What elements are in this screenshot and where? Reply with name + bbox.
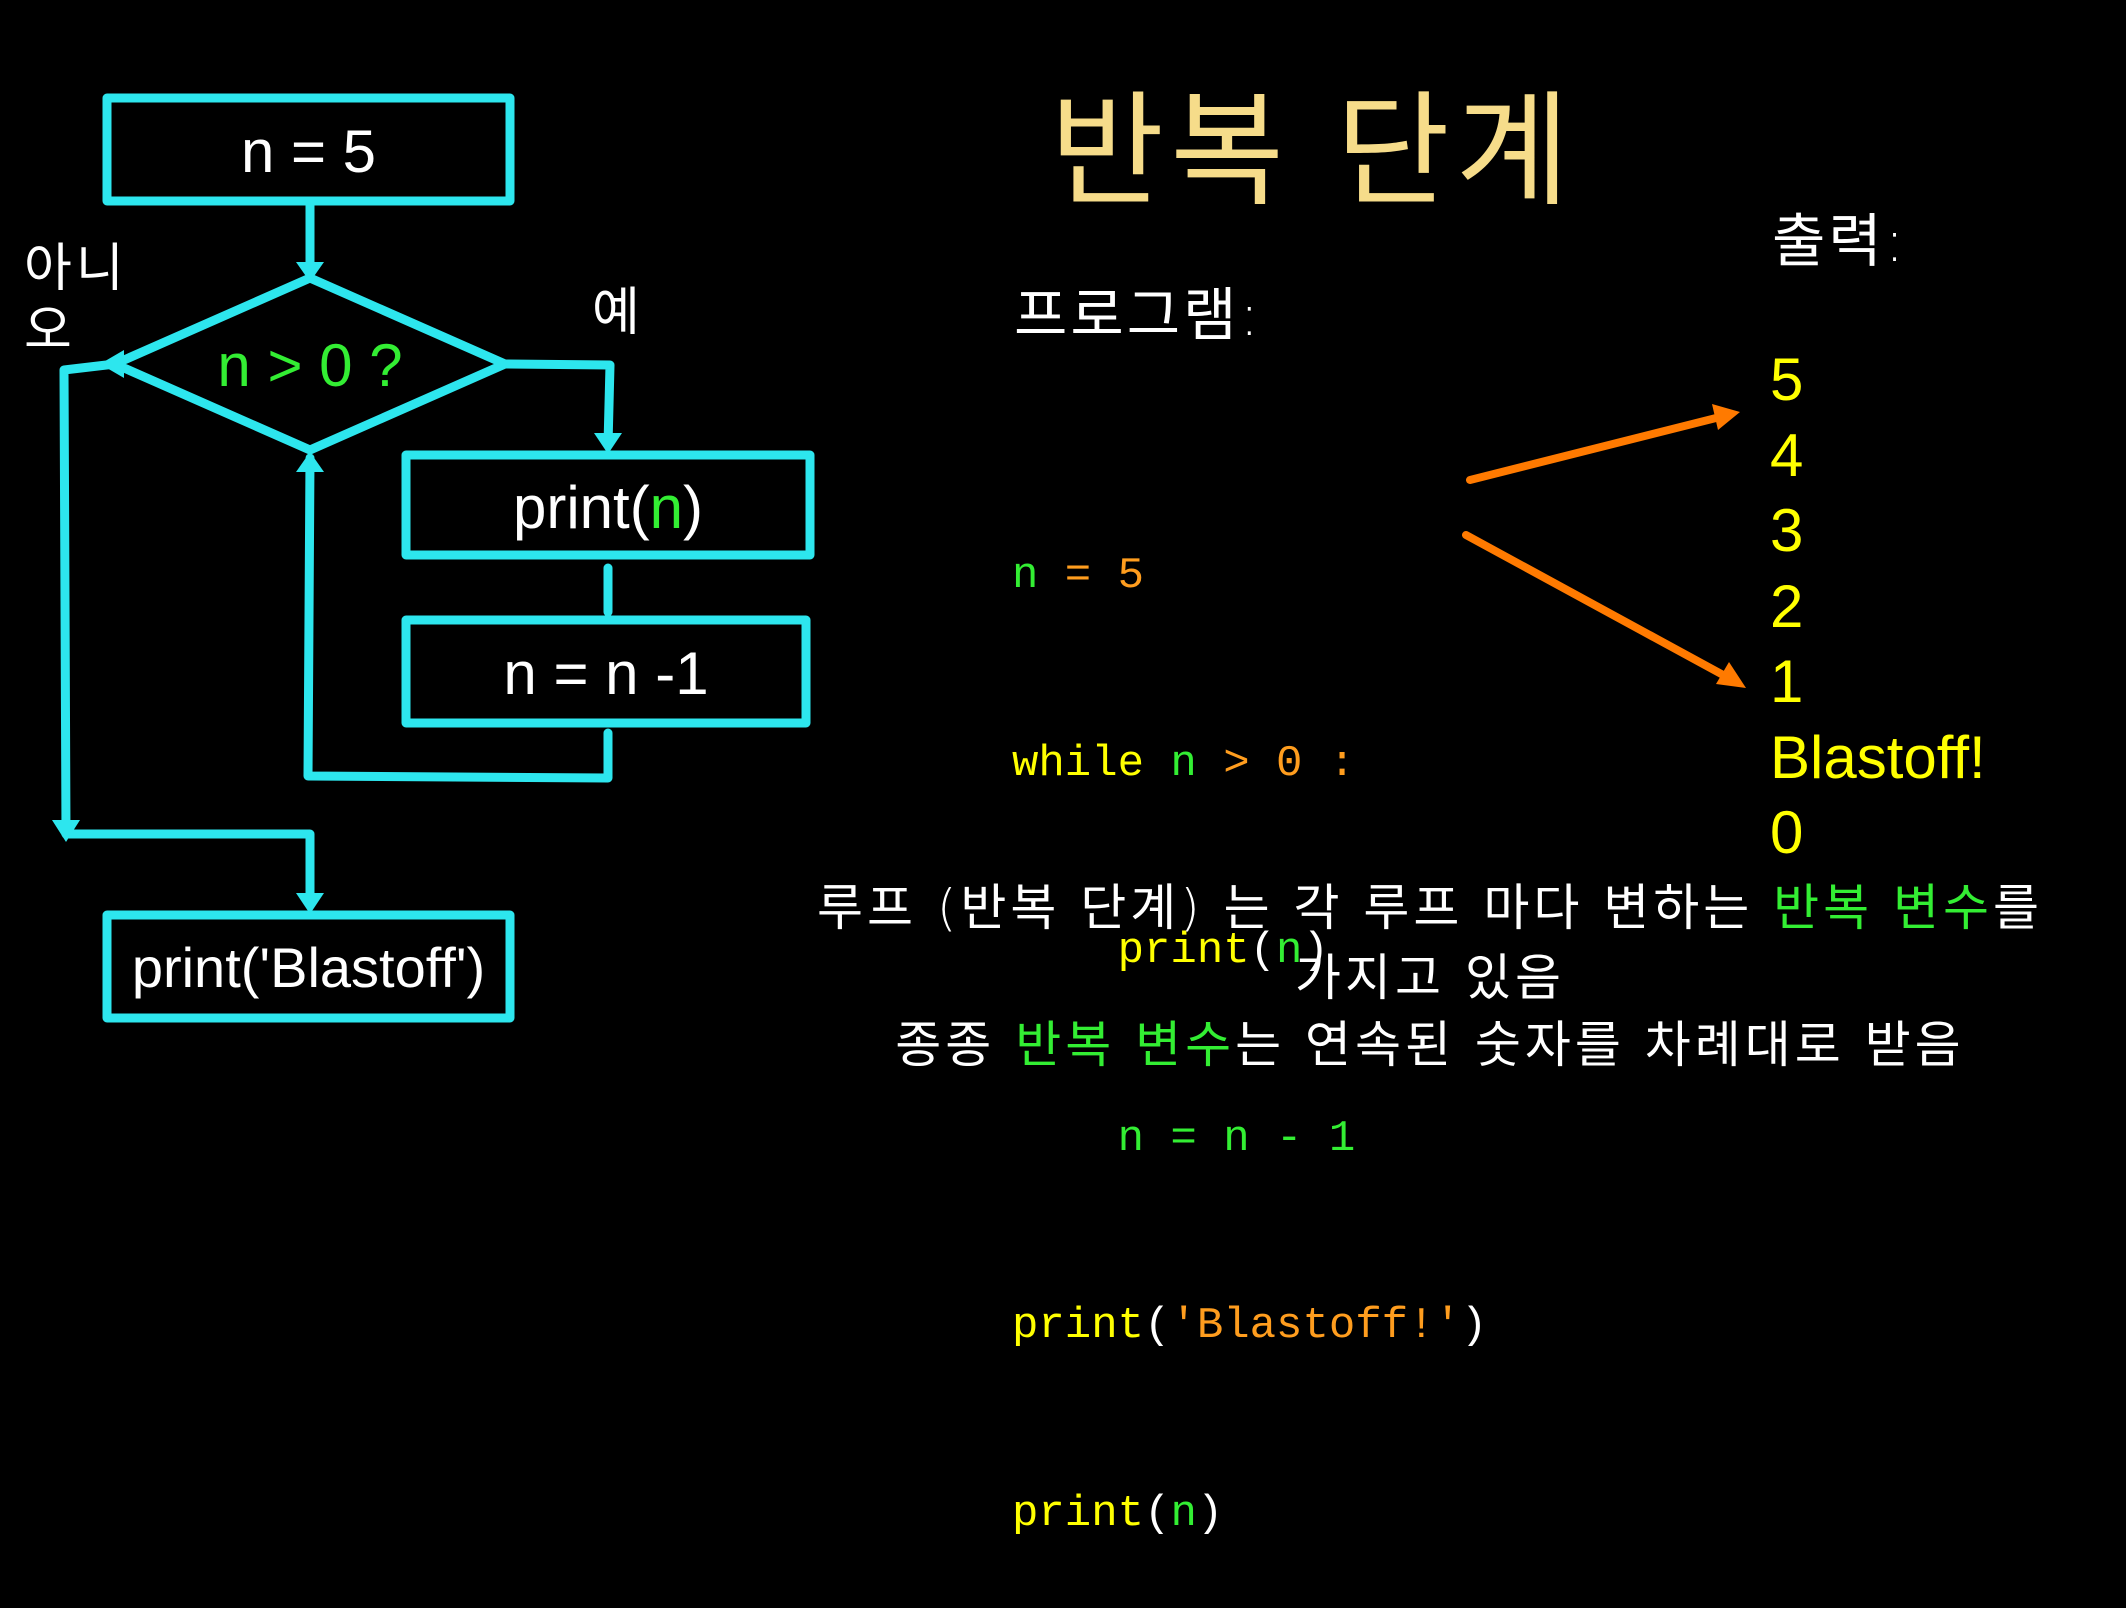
output-arrow-lower — [1462, 531, 1729, 680]
no-branch-label: 아니오 — [24, 239, 128, 361]
arrowhead-icon — [1712, 404, 1740, 430]
code-line: while n > 0 : — [1012, 738, 1356, 789]
arrowhead-icon — [296, 262, 324, 282]
output-line: 4 — [1770, 421, 1804, 489]
output-label: 출력: — [1772, 207, 1908, 275]
decrement-box — [401, 615, 811, 728]
output-line: 3 — [1770, 497, 1804, 564]
output-line: 1 — [1770, 648, 1804, 715]
connector-yes — [500, 359, 615, 450]
final-box — [102, 910, 515, 1023]
arrowhead-icon — [594, 433, 622, 454]
output-list: 5 4 3 2 1 Blastoff! 0 — [1770, 342, 1986, 871]
output-line: 0 — [1770, 799, 1804, 866]
program-label: 프로그램: — [1014, 281, 1262, 349]
yes-branch-label: 예 — [592, 283, 640, 343]
code-line: print(n) — [1012, 1488, 1224, 1539]
page-title: 반복 단계 — [1050, 80, 1576, 224]
output-arrow-upper — [1466, 413, 1724, 484]
decision-label: n > 0 ? — [217, 332, 403, 399]
arrowhead-icon — [100, 350, 124, 378]
arrowhead-icon — [1716, 662, 1746, 688]
connector-loop-back — [303, 453, 613, 783]
arrowhead-icon — [296, 452, 324, 472]
code-line: print('Blastoff!') — [1012, 1301, 1488, 1351]
arrowhead-icon — [296, 893, 324, 914]
print-n-label: print(n) — [512, 474, 704, 541]
start-box-label: n = 5 — [240, 118, 377, 185]
print-n-box — [401, 450, 815, 560]
caption-line-2: 가지고 있음 — [1295, 949, 1565, 1007]
output-line: Blastoff! — [1770, 723, 1986, 791]
connector-no — [59, 359, 120, 839]
code-line: n = 5 — [1012, 551, 1145, 601]
arrowhead-icon — [52, 820, 80, 842]
code-line: print(n) — [1012, 926, 1329, 976]
output-line: 5 — [1770, 346, 1804, 413]
output-line: 2 — [1770, 572, 1804, 640]
connector-exit — [61, 829, 315, 910]
caption-line-1: 루프 (반복 단계) 는 각 루프 마다 변하는 반복 변수를 — [816, 879, 2044, 937]
flowchart-diagram — [52, 93, 1746, 1023]
decrement-label: n = n -1 — [503, 640, 709, 707]
code-line: n = n - 1 — [1012, 1113, 1356, 1164]
caption-line-3: 종종 반복 변수는 연속된 숫자를 차례대로 받음 — [895, 1016, 1965, 1074]
decision-diamond — [110, 273, 510, 455]
final-box-label: print('Blastoff') — [131, 936, 486, 999]
